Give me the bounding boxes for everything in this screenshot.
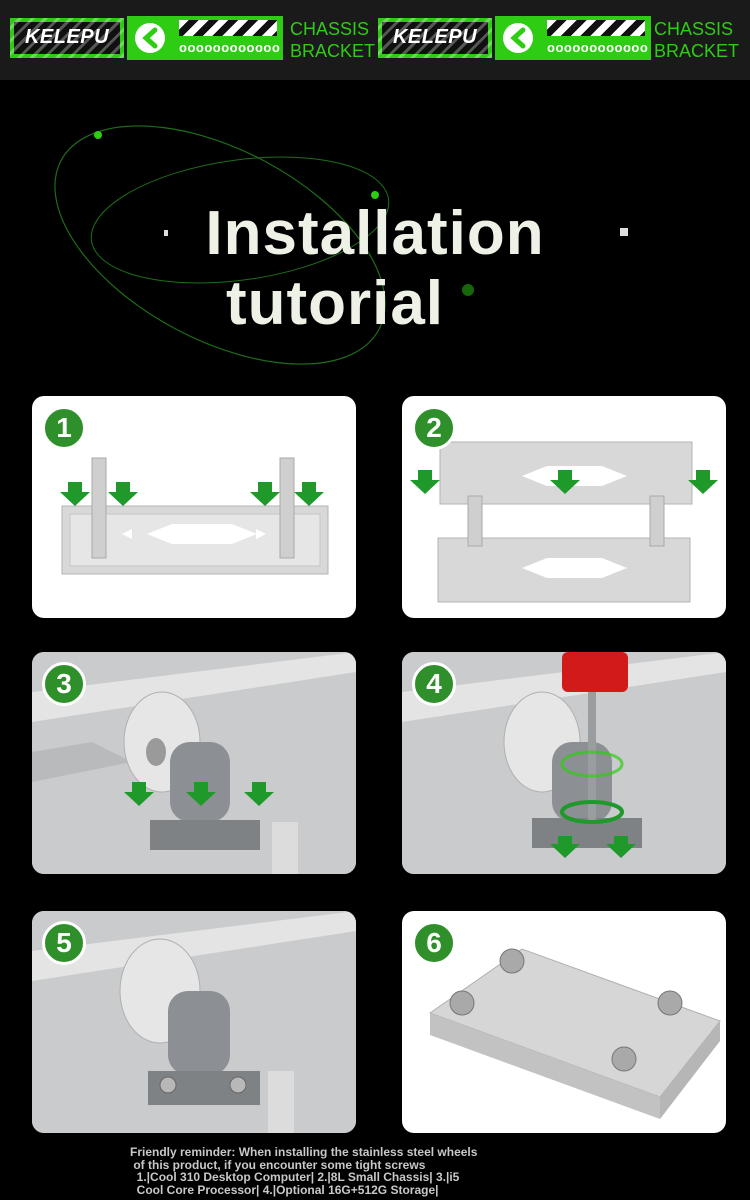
step-card-5: 5: [32, 911, 356, 1133]
assembled-bracket-illustration: [428, 948, 721, 1119]
step-card-2: 2: [402, 396, 726, 618]
step-card-6: 6: [402, 911, 726, 1133]
page-title-line-2: tutorial: [225, 269, 445, 338]
step-card-1: 1: [32, 396, 356, 618]
reminder-line-4: Cool Core Processor| 4.|Optional 16G+512…: [130, 1182, 439, 1197]
step-card-3: 3: [32, 652, 356, 874]
reminder-line-2: of this product, if you encounter some t…: [130, 1157, 426, 1172]
product-line-1: CHASSIS: [654, 19, 734, 39]
product-line-1: CHASSIS: [290, 19, 370, 39]
reminder-line-3: 1.|Cool 310 Desktop Computer| 2.|8L Smal…: [130, 1170, 460, 1184]
product-line-2: BRACKET: [654, 41, 740, 61]
step-number-badge: 2: [412, 406, 456, 450]
brand-c-icon: [503, 23, 533, 53]
brand-name: KELEPU: [392, 26, 478, 48]
product-line-2: BRACKET: [290, 41, 376, 61]
step-number-badge: 4: [412, 662, 456, 706]
wheel-placement-photo: [32, 652, 356, 874]
screw-fastening-photo: [402, 652, 726, 874]
brand-badge: oooooooooooo: [495, 16, 651, 60]
product-name: CHASSIS BRACKET: [654, 18, 739, 62]
brand-header: KELEPU oooooooooooo CHASSIS BRACKET KELE…: [0, 0, 750, 80]
reminder-line-1: Friendly reminder: When installing the s…: [130, 1145, 478, 1159]
friendly-reminder: Friendly reminder: When installing the s…: [130, 1146, 650, 1196]
step-number-badge: 6: [412, 921, 456, 965]
step-number-badge: 5: [42, 921, 86, 965]
badge-dots: oooooooooooo: [547, 40, 649, 55]
brand-badge: oooooooooooo: [127, 16, 283, 60]
brand-name: KELEPU: [24, 26, 110, 48]
step-card-4: 4: [402, 652, 726, 874]
bracket-pair-illustration: [410, 441, 718, 603]
product-name: CHASSIS BRACKET: [290, 18, 375, 62]
brand-unit-right: KELEPU oooooooooooo CHASSIS BRACKET: [368, 16, 739, 62]
badge-stripes: [179, 20, 277, 36]
brand-c-icon: [135, 23, 165, 53]
brand-unit-left: KELEPU oooooooooooo CHASSIS BRACKET: [0, 16, 375, 62]
brand-logo: KELEPU: [376, 16, 494, 60]
orbit-decoration: [54, 125, 628, 365]
bracket-illustration: [60, 457, 329, 575]
page-title-line-1: Installation: [205, 199, 545, 268]
brand-logo: KELEPU: [8, 16, 126, 60]
badge-dots: oooooooooooo: [179, 40, 281, 55]
step-number-badge: 1: [42, 406, 86, 450]
step-number-badge: 3: [42, 662, 86, 706]
wheel-installed-photo: [32, 911, 356, 1133]
badge-stripes: [547, 20, 645, 36]
